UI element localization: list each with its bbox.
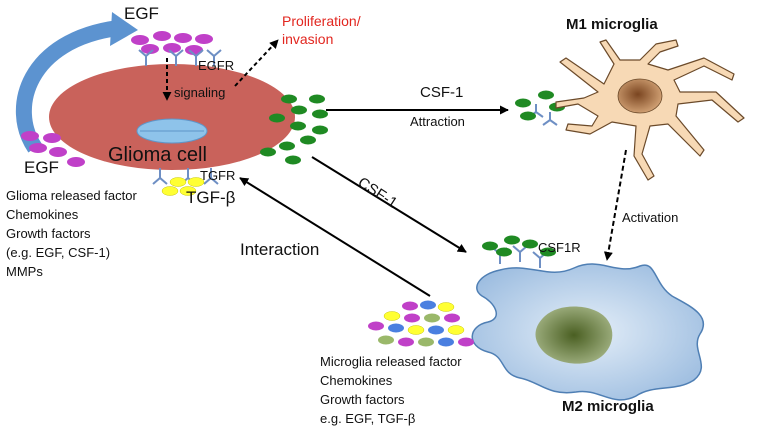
csf1r-label: CSF1R [538, 240, 581, 255]
csf1-particles-m1 [515, 90, 565, 126]
m1-nucleus [617, 78, 663, 114]
glioma-factors-list: Glioma released factor Chemokines Growth… [6, 186, 137, 281]
microglia-factor-item: e.g. EGF, TGF-β [320, 411, 416, 426]
microglia-factor-item: Microglia released factor [320, 354, 462, 369]
tgfb-particles [161, 177, 205, 196]
interaction-label: Interaction [240, 240, 320, 259]
glioma-cell-label: Glioma cell [108, 144, 207, 166]
signaling-label: signaling [174, 85, 226, 100]
microglia-factor-item: Chemokines [320, 373, 393, 388]
egf-particles-top [131, 31, 213, 55]
proliferation-line-1: Proliferation/ [282, 13, 361, 29]
egfr-label: EGFR [198, 58, 235, 73]
glioma-factor-item: Glioma released factor [6, 188, 137, 203]
glioma-factor-item: (e.g. EGF, CSF-1) [6, 245, 111, 260]
attraction-label: Attraction [410, 114, 465, 129]
egfr-receptors [138, 49, 222, 66]
proliferation-arrow [234, 39, 279, 87]
glioma-factor-item: Chemokines [6, 207, 79, 222]
glioma-cell [49, 64, 295, 170]
microglia-factors-list: Microglia released factor Chemokines Gro… [320, 352, 462, 428]
autocrine-loop-arrowhead [110, 12, 138, 46]
tgfb-label: TGF-β [186, 188, 236, 207]
egf-particles-left [21, 131, 85, 167]
glioma-factor-item: Growth factors [6, 226, 91, 241]
m1-microglia-label: M1 microglia [566, 16, 658, 33]
tgfr-label: TGFR [200, 168, 236, 183]
microglia-factor-particles [368, 300, 474, 347]
microglia-factor-item: Growth factors [320, 392, 405, 407]
proliferation-label: Proliferation/ invasion [282, 12, 361, 48]
interaction-arrow [239, 177, 431, 297]
csf1-particles-glioma [260, 94, 328, 165]
egf-left-label: EGF [24, 158, 59, 177]
csf1r-receptors [482, 235, 556, 268]
activation-arrow [603, 149, 627, 261]
csf1-diagonal-arrow [311, 156, 467, 253]
egf-top-label: EGF [124, 4, 159, 23]
proliferation-line-2: invasion [282, 31, 334, 47]
activation-label: Activation [622, 210, 679, 225]
m2-nucleus [535, 306, 613, 364]
csf1-top-label: CSF-1 [420, 84, 464, 101]
m2-microglia-label: M2 microglia [562, 398, 654, 415]
glioma-factor-item: MMPs [6, 264, 43, 279]
